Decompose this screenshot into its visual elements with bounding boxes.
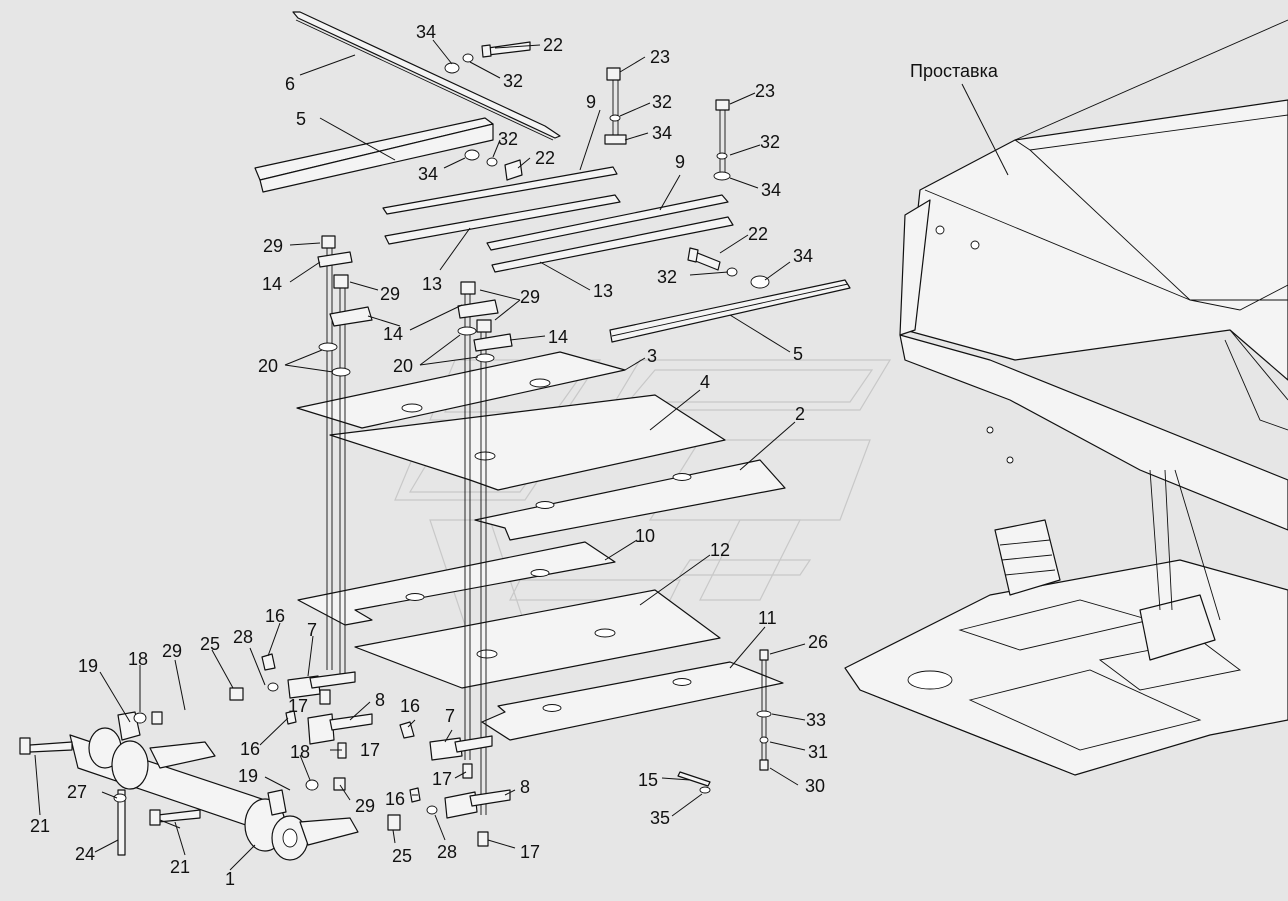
label-16a: 16 [265, 606, 285, 626]
label-19a: 19 [78, 656, 98, 676]
axle-assembly [69, 711, 359, 861]
label-17c: 17 [432, 769, 452, 789]
label-25a: 25 [200, 634, 220, 654]
label-25b: 25 [392, 846, 412, 866]
label-34a: 34 [416, 22, 436, 42]
label-35: 35 [650, 808, 670, 828]
label-22c: 22 [748, 224, 768, 244]
leader-lines [34, 39, 806, 871]
label-14b: 14 [383, 324, 403, 344]
label-23b: 23 [755, 81, 775, 101]
label-17b: 17 [360, 740, 380, 760]
label-21a: 21 [30, 816, 50, 836]
label-12: 12 [710, 540, 730, 560]
label-6: 6 [285, 74, 295, 94]
label-29b: 29 [380, 284, 400, 304]
label-34b: 34 [418, 164, 438, 184]
label-34d: 34 [761, 180, 781, 200]
label-22b: 22 [535, 148, 555, 168]
label-13b: 13 [593, 281, 613, 301]
label-29e: 29 [355, 796, 375, 816]
label-5-left: 5 [296, 109, 306, 129]
label-32c: 32 [652, 92, 672, 112]
label-18a: 18 [128, 649, 148, 669]
label-16b: 16 [240, 739, 260, 759]
part-5-left [254, 117, 494, 193]
label-9b: 9 [675, 152, 685, 172]
label-24: 24 [75, 844, 95, 864]
part-6 [292, 11, 561, 141]
label-30: 30 [805, 776, 825, 796]
label-33: 33 [806, 710, 826, 730]
leader-spacer [961, 83, 1009, 176]
label-15: 15 [638, 770, 658, 790]
label-10: 10 [635, 526, 655, 546]
label-21b: 21 [170, 857, 190, 877]
label-1: 1 [225, 869, 235, 889]
label-26: 26 [808, 632, 828, 652]
label-13a: 13 [422, 274, 442, 294]
label-17d: 17 [520, 842, 540, 862]
label-4: 4 [700, 372, 710, 392]
label-32a: 32 [503, 71, 523, 91]
label-7b: 7 [445, 706, 455, 726]
label-27: 27 [67, 782, 87, 802]
label-8b: 8 [520, 777, 530, 797]
label-16d: 16 [385, 789, 405, 809]
fasteners-upper [444, 41, 770, 289]
plate-11 [481, 661, 784, 741]
label-5-right: 5 [793, 344, 803, 364]
label-3: 3 [647, 346, 657, 366]
part-5-right [609, 279, 851, 343]
plate-4 [329, 394, 726, 491]
plate-2 [474, 459, 786, 541]
label-spacer: Проставка [910, 61, 999, 81]
label-22a: 22 [543, 35, 563, 55]
fasteners-lower [19, 649, 772, 856]
label-28a: 28 [233, 627, 253, 647]
label-32d: 32 [760, 132, 780, 152]
label-20a: 20 [258, 356, 278, 376]
label-32b: 32 [498, 129, 518, 149]
label-7a: 7 [307, 620, 317, 640]
label-14c: 14 [548, 327, 568, 347]
label-29a: 29 [263, 236, 283, 256]
fasteners-top [317, 235, 513, 377]
label-8a: 8 [375, 690, 385, 710]
label-2: 2 [795, 404, 805, 424]
label-17a: 17 [288, 696, 308, 716]
label-18b: 18 [290, 742, 310, 762]
part-number-labels: 1 2 3 4 5 5 6 7 7 8 8 9 9 10 11 12 13 13… [30, 22, 828, 889]
label-9a: 9 [586, 92, 596, 112]
label-23a: 23 [650, 47, 670, 67]
label-28b: 28 [437, 842, 457, 862]
label-34c: 34 [652, 123, 672, 143]
label-20b: 20 [393, 356, 413, 376]
label-31: 31 [808, 742, 828, 762]
label-19b: 19 [238, 766, 258, 786]
plate-12 [354, 589, 721, 689]
label-29d: 29 [162, 641, 182, 661]
label-34e: 34 [793, 246, 813, 266]
label-11: 11 [758, 608, 777, 628]
label-14a: 14 [262, 274, 282, 294]
label-29c: 29 [520, 287, 540, 307]
label-16c: 16 [400, 696, 420, 716]
spacer-housing [844, 19, 1288, 776]
part-9-rails [382, 166, 734, 273]
label-32e: 32 [657, 267, 677, 287]
